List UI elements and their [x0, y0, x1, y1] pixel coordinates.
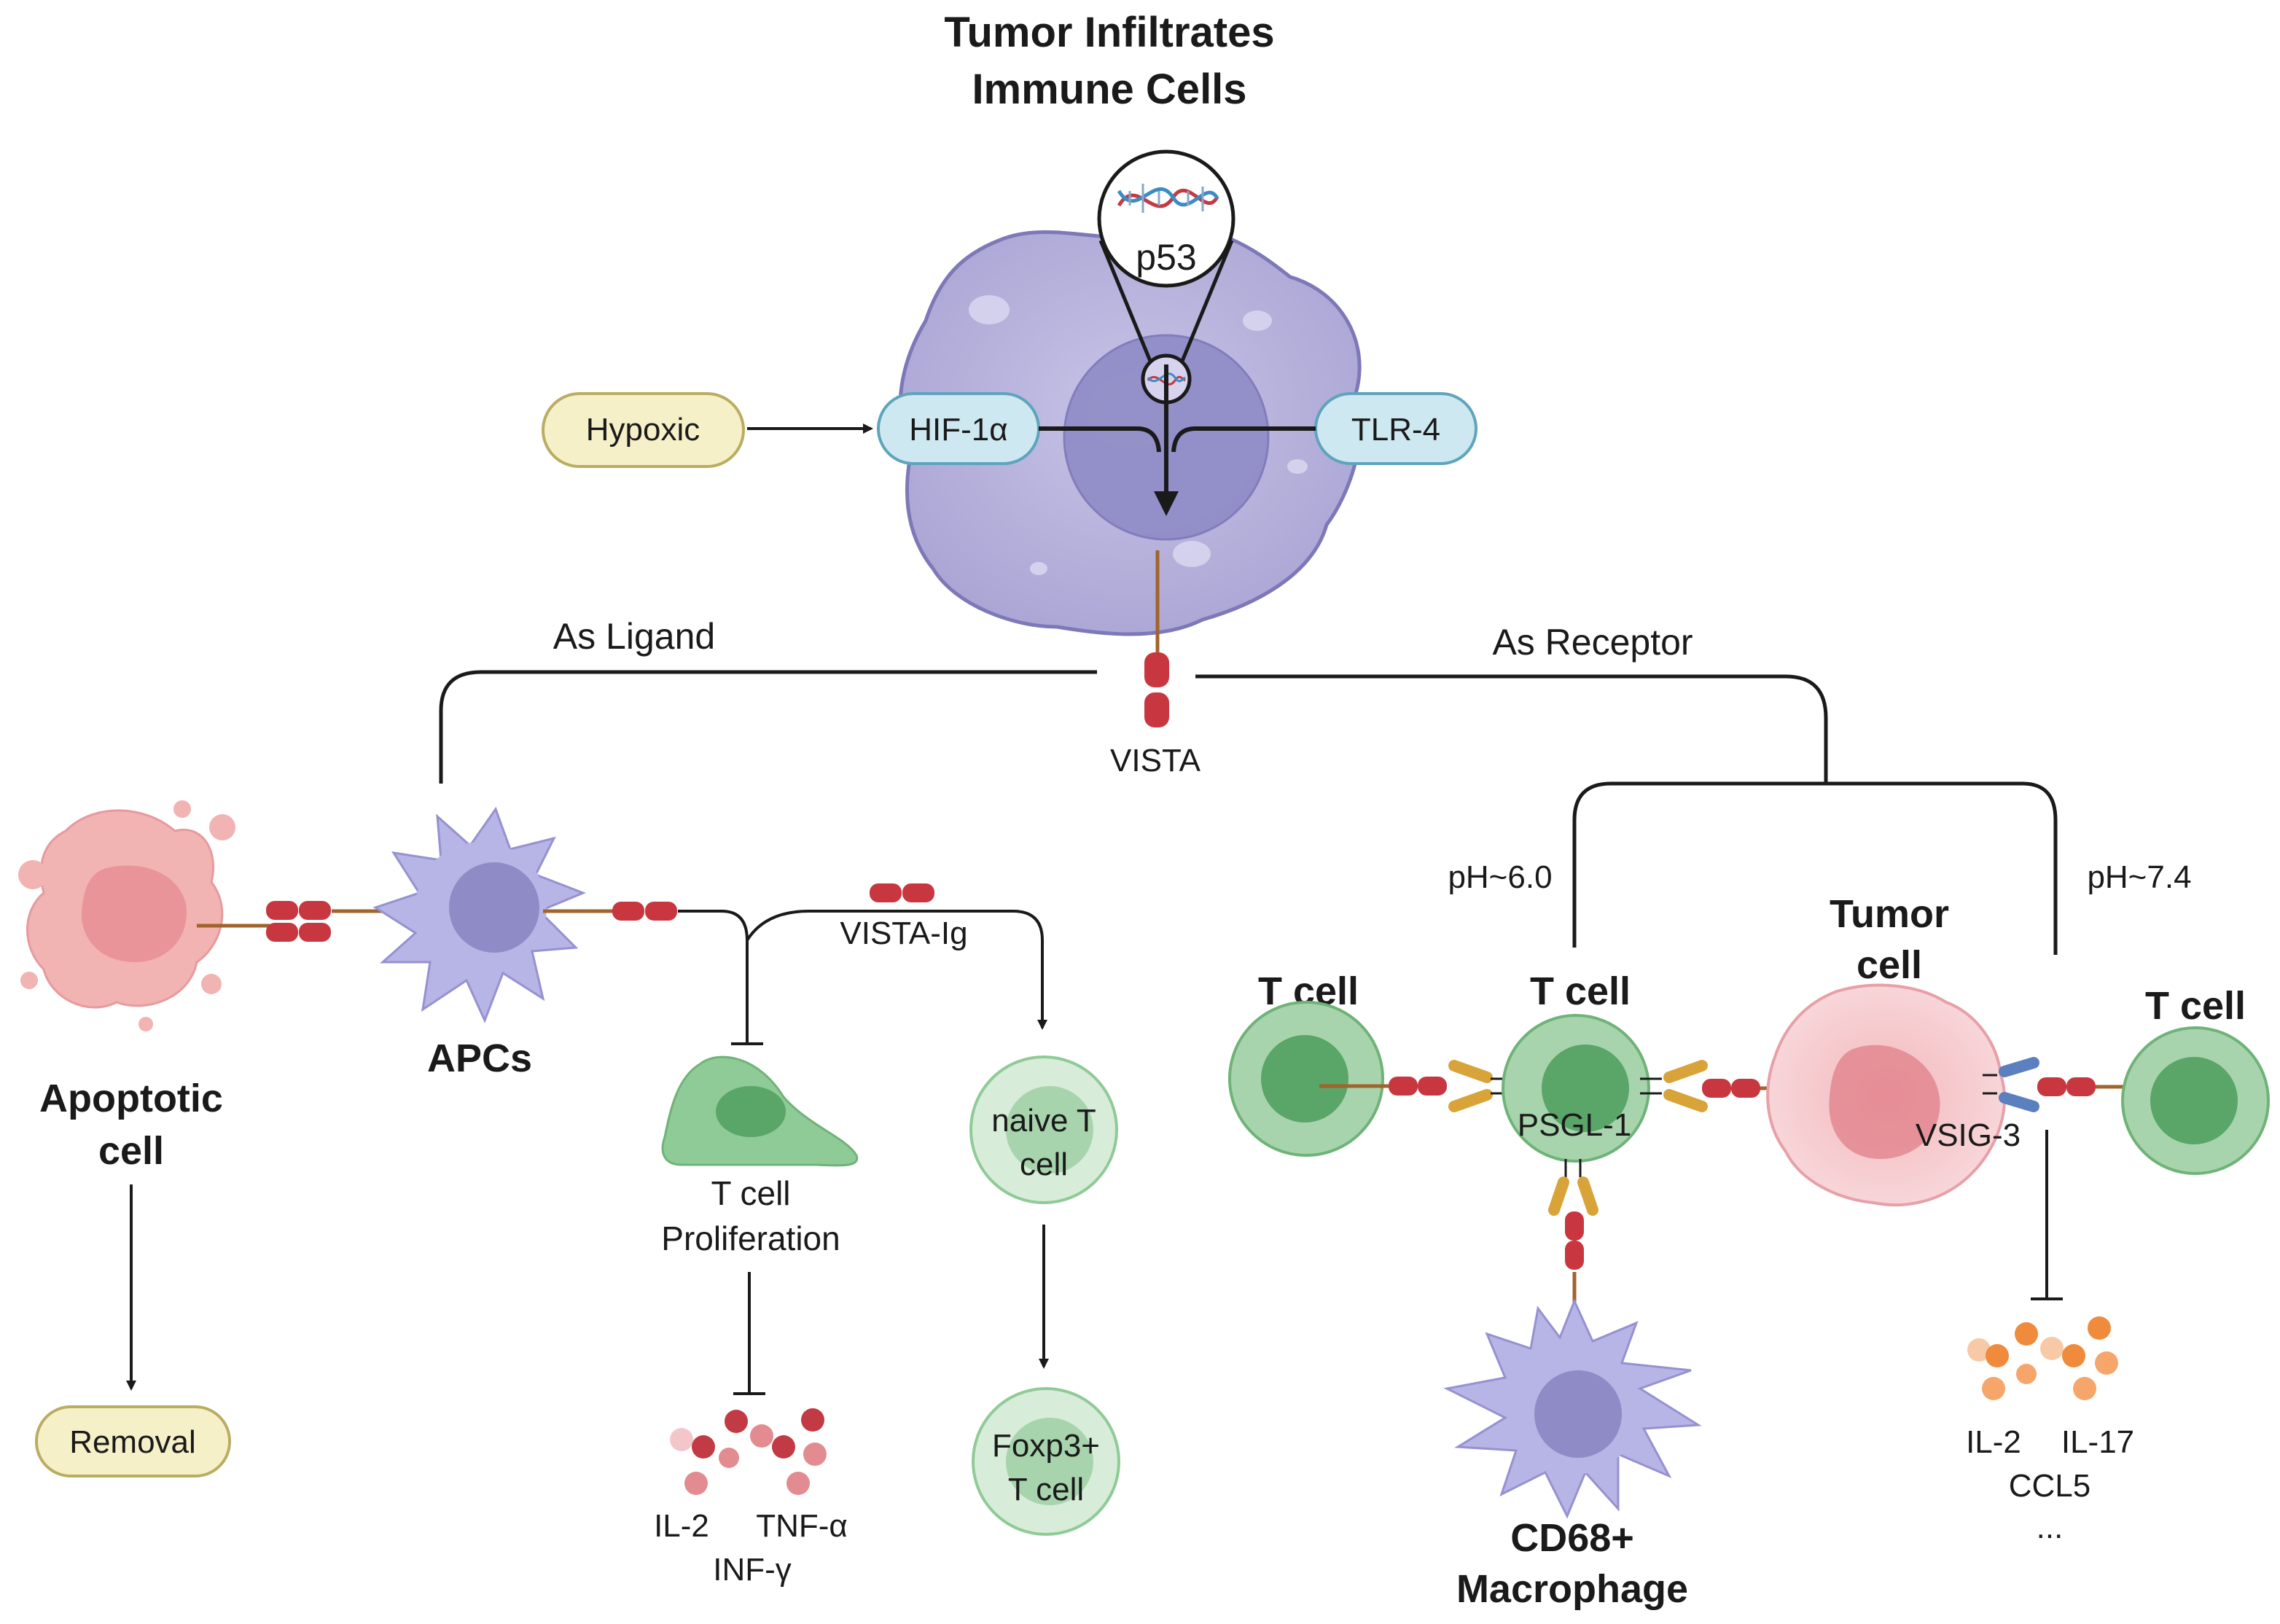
vista-label: VISTA [1110, 743, 1201, 778]
hif-label: HIF-1α [909, 412, 1007, 448]
apoptotic-cell [18, 800, 235, 1031]
title-line-2: Immune Cells [972, 66, 1246, 113]
ph-low-label: pH~6.0 [1448, 859, 1552, 895]
as-receptor-label: As Receptor [1492, 622, 1693, 663]
apcs-label: APCs [427, 1037, 532, 1080]
cytokines-right-il2: IL-2 [1966, 1424, 2021, 1460]
apc-branch-merge [746, 910, 810, 942]
p53-zoom-callout [1097, 149, 1235, 405]
apoptotic-label-line-2: cell [98, 1129, 164, 1173]
foxp3-label-line-2: T cell [1008, 1472, 1084, 1507]
psgl-macrophage-link [1548, 1159, 1598, 1334]
vista-ig-branch [809, 910, 1047, 1030]
tumor-cell-label-line-1: Tumor [1830, 892, 1949, 936]
tumor-cell [1766, 983, 2007, 1206]
tcell-proliferation-line-2: Proliferation [661, 1219, 840, 1257]
vista-ig-molecule [870, 883, 934, 902]
naive-label-line-2: cell [1020, 1147, 1068, 1182]
cytokines-left-tnf: TNF-α [756, 1508, 848, 1544]
ph-bracket [1572, 781, 2058, 955]
cytokines-left-il2: IL-2 [654, 1508, 709, 1544]
macrophage-label-line-1: CD68+ [1510, 1516, 1634, 1560]
tcell-center-label: T cell [1530, 969, 1631, 1013]
convergence-arrows [1039, 364, 1316, 516]
naive-t-nucleus [1006, 1086, 1093, 1174]
title-line-1: Tumor Infiltrates [944, 9, 1274, 56]
tumor-cell-label-line-2: cell [1857, 943, 1922, 987]
foxp3-t-nucleus [1006, 1418, 1093, 1505]
cytokine-dots-left [670, 1408, 827, 1495]
tcell-right-label: T cell [2145, 984, 2246, 1028]
tlr-label: TLR-4 [1351, 412, 1440, 448]
removal-box [35, 1405, 231, 1477]
cytokines-left-inf: INF-γ [713, 1552, 792, 1588]
gene-label-p53: p53 [1136, 237, 1196, 278]
cytokines-right-more: ... [2037, 1510, 2064, 1545]
as-ligand-label: As Ligand [553, 616, 715, 657]
ligand-branch-line [439, 670, 1097, 784]
tcell-left-nucleus [1261, 1035, 1348, 1123]
vista-ig-label: VISTA-Ig [840, 916, 967, 951]
receptor-branch-line [1195, 674, 1828, 784]
tcell-proliferation-line-1: T cell [711, 1174, 790, 1212]
cytokines-right-il17: IL-17 [2061, 1424, 2134, 1460]
apc-cell [372, 806, 587, 1023]
macrophage-label-line-2: Macrophage [1456, 1567, 1688, 1611]
psgl-label: PSGL-1 [1518, 1107, 1632, 1143]
naive-label-line-1: naive T [991, 1103, 1096, 1139]
vista-apc-receptor [543, 902, 677, 921]
vista-molecule [1144, 550, 1169, 727]
apoptotic-label-line-1: Apoptotic [39, 1077, 223, 1120]
macrophage-cell [1443, 1298, 1702, 1519]
vista-psgl-left-link [1319, 1060, 1512, 1112]
vsig-label: VSIG-3 [1916, 1117, 2021, 1153]
hypoxic-box [542, 392, 745, 468]
cytokine-dots-right [1967, 1316, 2118, 1400]
tcell-center-nucleus [1542, 1045, 1629, 1132]
ph-high-label: pH~7.4 [2087, 859, 2191, 895]
dna-icon [1117, 184, 1219, 213]
foxp3-label-line-1: Foxp3+ [992, 1428, 1100, 1464]
cytokines-right-ccl5: CCL5 [2009, 1468, 2091, 1504]
removal-label: Removal [69, 1424, 196, 1460]
tcell-right-nucleus [2150, 1057, 2238, 1144]
vista-apoptotic-apc-pair [197, 901, 397, 942]
apc-inhibit-branch [678, 910, 749, 1042]
proliferating-t-cell [661, 1055, 859, 1167]
hypoxic-label: Hypoxic [586, 412, 700, 448]
